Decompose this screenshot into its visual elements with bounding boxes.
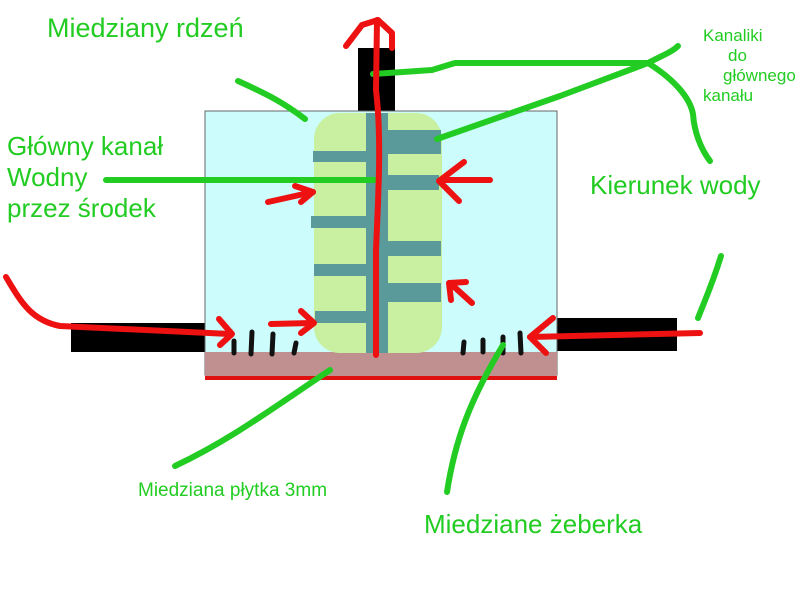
outflow-arrow	[373, 17, 383, 358]
side-flow-arrowhead	[292, 183, 316, 205]
outflow-arrowhead	[343, 17, 395, 51]
copper-plate	[205, 352, 557, 376]
fin	[269, 331, 276, 357]
side-channels-branch-line	[434, 60, 651, 142]
water-direction-pointer-line	[645, 60, 713, 164]
side-channels-label: Kanaliki do głównego kanału	[703, 26, 796, 106]
side-channels-pointer-line	[370, 43, 681, 77]
core-label: Miedziany rdzeń	[47, 13, 244, 43]
outlet-arrow	[527, 330, 703, 340]
fin	[291, 340, 299, 356]
plate-pointer-line	[172, 367, 333, 469]
water-direction-pointer-line-lower	[695, 253, 724, 321]
fin	[517, 330, 524, 356]
side-channel	[315, 311, 366, 323]
side-channel	[388, 130, 441, 154]
copper-plate-edge	[205, 376, 557, 380]
core-pointer-line	[235, 78, 308, 122]
side-flow-arrow	[265, 189, 316, 205]
outlet-arrowhead	[527, 315, 556, 356]
side-channel	[388, 175, 439, 190]
flow-arrows	[3, 17, 703, 358]
side-channel	[388, 241, 441, 256]
side-channels	[311, 130, 441, 323]
side-channels-label-line: kanału	[703, 86, 754, 105]
main-channel-label-line: Wodny	[7, 162, 88, 193]
fin	[460, 339, 467, 356]
fin	[248, 329, 255, 357]
fins-pointer-line	[444, 342, 506, 495]
side-channel	[388, 283, 441, 302]
main-channel-label: Główny kanał Wodny przez środek	[7, 131, 163, 225]
inlet-arrowhead	[216, 316, 235, 348]
side-flow-arrowhead	[436, 159, 467, 204]
side-channel	[314, 264, 366, 276]
side-flow-arrow	[448, 281, 475, 306]
side-flow-arrowhead	[446, 279, 469, 303]
side-channel	[311, 216, 366, 228]
pointer-lines	[103, 43, 724, 495]
side-channel	[313, 151, 366, 162]
fins-label: Miedziane żeberka	[424, 509, 643, 539]
inlet-arrow	[3, 274, 233, 337]
side-channels-label-line: Kanaliki	[703, 26, 763, 45]
main-channel-label-line: Główny kanał	[7, 131, 164, 161]
water-direction-label: Kierunek wody	[590, 170, 761, 200]
side-flow-arrow	[268, 320, 315, 327]
plate-label: Miedziana płytka 3mm	[138, 480, 328, 501]
side-channels-label-line: głównego	[723, 66, 796, 85]
main-channel-label-line: przez środek	[7, 193, 156, 224]
side-channels-label-line: do	[728, 46, 747, 65]
side-flow-arrowhead	[298, 308, 317, 336]
